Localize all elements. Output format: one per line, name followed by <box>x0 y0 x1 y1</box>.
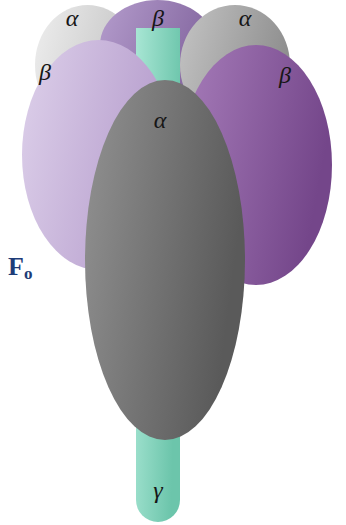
subunit-label: γ <box>153 478 162 502</box>
subunit-label: β <box>279 63 291 87</box>
subunit-label: α <box>66 6 79 30</box>
complex-subscript: o <box>24 264 33 283</box>
alpha-subunit-shape <box>85 80 245 440</box>
fo-label: Fo <box>8 252 32 284</box>
subunit-label: α <box>154 108 167 132</box>
subunit-label: α <box>239 6 252 30</box>
subunit-label: β <box>152 6 164 30</box>
complex-label: F <box>8 252 24 281</box>
subunit-label: β <box>39 60 51 84</box>
alpha-subunit: α <box>85 80 245 440</box>
